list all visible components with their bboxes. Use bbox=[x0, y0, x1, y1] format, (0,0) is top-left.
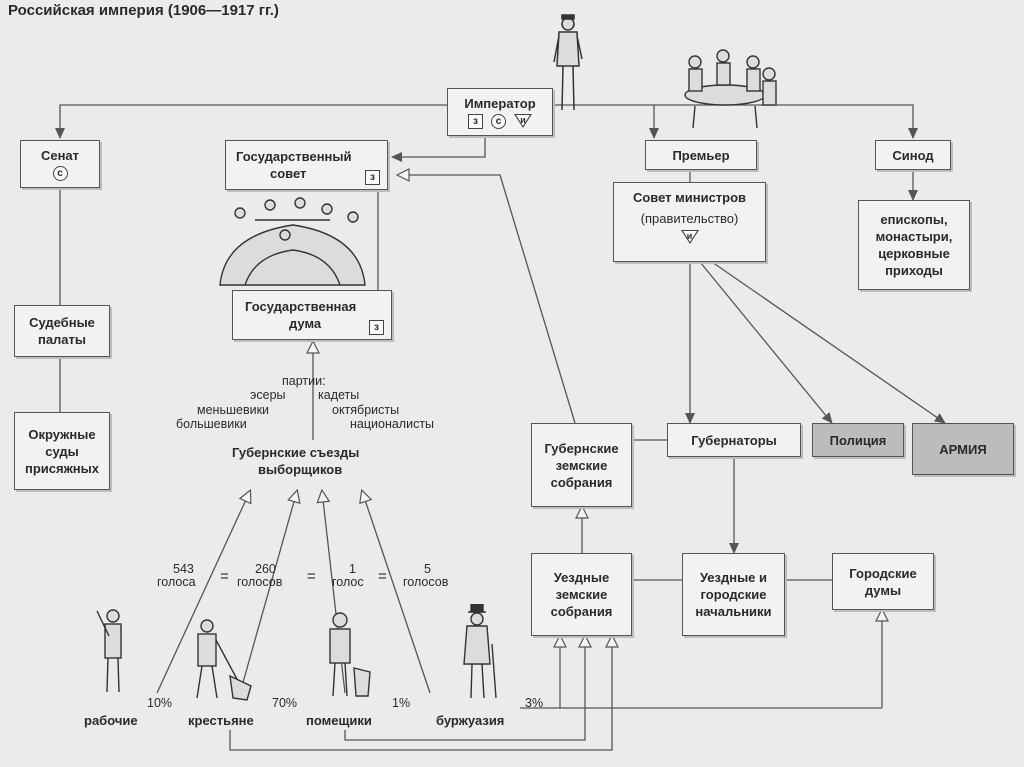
executive-badge-letter: и bbox=[686, 230, 693, 241]
synod-subjects-box: епископы, монастыри, церковные приходы bbox=[858, 200, 970, 290]
emperor-box: Император з с и bbox=[447, 88, 553, 136]
quota-unit: голосов bbox=[403, 575, 449, 589]
parties-header: партии: bbox=[282, 374, 326, 388]
electors-label-line2: выборщиков bbox=[258, 462, 343, 477]
city-dumas-line2: думы bbox=[864, 582, 902, 598]
quota-value: 260 bbox=[255, 562, 276, 576]
class-percent: 70% bbox=[272, 696, 298, 710]
page-title: Российская империя (1906—1917 гг.) bbox=[8, 2, 279, 19]
executive-badge: и bbox=[514, 114, 532, 128]
party-label: националисты bbox=[350, 417, 435, 431]
government-label: (правительство) bbox=[640, 211, 739, 226]
premier-box: Премьер bbox=[645, 140, 757, 170]
class-name: крестьяне bbox=[188, 713, 254, 728]
state-council-box: Государственный совет з bbox=[225, 140, 388, 190]
emperor-label: Император bbox=[464, 96, 536, 111]
governors-label: Губернаторы bbox=[691, 432, 777, 448]
judicial-badge: с bbox=[52, 166, 68, 181]
uezd-chiefs-line2: городские bbox=[700, 587, 767, 602]
class-percent: 1% bbox=[392, 696, 411, 710]
synod-box: Синод bbox=[875, 140, 951, 170]
party-label: октябристы bbox=[332, 403, 400, 417]
synod-subject-line: приходы bbox=[885, 263, 943, 278]
class-name: рабочие bbox=[84, 713, 138, 728]
quota-equals: = bbox=[307, 568, 316, 585]
emperor-figure-icon bbox=[553, 14, 583, 111]
city-dumas-line1: Городские bbox=[849, 565, 917, 581]
district-courts-line3: присяжных bbox=[24, 460, 99, 476]
landowner-figure-icon bbox=[329, 612, 371, 697]
provincial-zemstvo-line3: собрания bbox=[550, 474, 613, 490]
provincial-zemstvo-line2: земские bbox=[555, 457, 608, 473]
council-meeting-icon bbox=[684, 49, 777, 129]
quota-value: 5 bbox=[424, 562, 431, 576]
judicial-chambers-line1: Судебные bbox=[29, 315, 95, 330]
district-courts-line2: суды bbox=[45, 443, 79, 459]
state-duma-label-line1: Государственная bbox=[245, 299, 357, 314]
governors-box: Губернаторы bbox=[667, 423, 801, 457]
party-label: меньшевики bbox=[197, 403, 270, 417]
judicial-badge: с bbox=[491, 114, 506, 129]
class-name: буржуазия bbox=[436, 713, 505, 728]
state-council-label-line2: совет bbox=[270, 166, 307, 181]
state-duma-label-line2: дума bbox=[289, 316, 322, 331]
quota-value: 1 bbox=[349, 562, 356, 576]
quota-unit: голос bbox=[332, 575, 364, 589]
state-duma-box: Государственная дума з bbox=[232, 290, 392, 340]
council-of-ministers-box: Совет министров (правительство) и bbox=[613, 182, 766, 262]
peasant-figure-icon bbox=[196, 619, 252, 701]
executive-badge-letter: и bbox=[520, 114, 526, 125]
senate-label: Сенат bbox=[40, 148, 80, 163]
police-box: Полиция bbox=[812, 423, 904, 457]
district-courts-line1: Окружные bbox=[28, 426, 96, 442]
quota-unit: голосов bbox=[237, 575, 283, 589]
quota-equals: = bbox=[220, 568, 229, 585]
uezd-chiefs-line1: Уездные и bbox=[700, 570, 767, 585]
uezd-zemstvo-box: Уездные земские собрания bbox=[531, 553, 632, 636]
synod-subject-line: церковные bbox=[878, 246, 950, 261]
provincial-zemstvo-box: Губернские земские собрания bbox=[531, 423, 632, 507]
legislative-badge: з bbox=[369, 320, 384, 335]
quota-value: 543 bbox=[173, 562, 194, 576]
worker-figure-icon bbox=[96, 609, 122, 693]
synod-subject-line: епископы, bbox=[880, 212, 948, 227]
uezd-zemstvo-line2: земские bbox=[555, 587, 608, 602]
party-label: эсеры bbox=[250, 388, 286, 402]
senate-box: Сенат с bbox=[20, 140, 100, 188]
judicial-chambers-line2: палаты bbox=[37, 332, 87, 347]
class-percent: 3% bbox=[525, 696, 544, 710]
synod-label: Синод bbox=[892, 147, 934, 163]
bourgeois-figure-icon bbox=[463, 604, 497, 699]
army-label: АРМИЯ bbox=[939, 441, 987, 457]
state-council-label-line1: Государственный bbox=[236, 149, 352, 164]
uezd-chiefs-box: Уездные и городские начальники bbox=[682, 553, 785, 636]
premier-label: Премьер bbox=[672, 147, 730, 163]
party-label: кадеты bbox=[318, 388, 360, 402]
police-label: Полиция bbox=[829, 432, 887, 448]
class-name: помещики bbox=[306, 713, 372, 728]
judicial-chambers-box: Судебные палаты bbox=[14, 305, 110, 357]
army-box: АРМИЯ bbox=[912, 423, 1014, 475]
legislative-badge: з bbox=[468, 114, 483, 129]
class-percent: 10% bbox=[147, 696, 173, 710]
party-label: большевики bbox=[176, 417, 247, 431]
district-courts-box: Окружные суды присяжных bbox=[14, 412, 110, 490]
legislative-badge: з bbox=[365, 170, 380, 185]
uezd-zemstvo-line1: Уездные bbox=[553, 570, 610, 585]
uezd-zemstvo-line3: собрания bbox=[550, 604, 613, 619]
quota-equals: = bbox=[378, 568, 387, 585]
uezd-chiefs-line3: начальники bbox=[695, 604, 772, 619]
synod-subject-line: монастыри, bbox=[875, 229, 953, 244]
city-dumas-box: Городские думы bbox=[832, 553, 934, 610]
duma-session-icon bbox=[219, 197, 366, 286]
executive-badge: и bbox=[680, 230, 699, 244]
council-of-ministers-label: Совет министров bbox=[632, 190, 747, 205]
quota-unit: голоса bbox=[157, 575, 196, 589]
electors-label-line1: Губернские съезды bbox=[232, 445, 360, 460]
provincial-zemstvo-line1: Губернские bbox=[544, 440, 619, 456]
